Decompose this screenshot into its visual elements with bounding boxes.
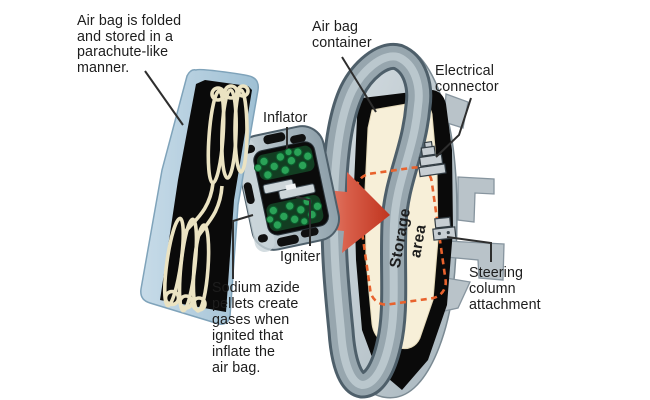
leader-igniter: [295, 196, 311, 246]
steering-wheel-assembly: Storage area: [320, 43, 505, 399]
label-steering-line2: column: [469, 281, 516, 297]
leader-sodium-azide: [232, 214, 254, 279]
label-steering-line3: attachment: [469, 297, 541, 313]
label-igniter: Igniter: [280, 249, 321, 265]
steering-wheel-rim: [320, 43, 433, 399]
label-sodium-line1: Sodium azide: [212, 280, 300, 296]
label-sodium-line4: ignited that: [212, 328, 283, 344]
label-folded-bag-line1: Air bag is folded: [77, 13, 181, 29]
igniter-slot: [285, 183, 297, 191]
fabric-curl: [191, 296, 207, 312]
labels: Air bag is folded and stored in a parach…: [77, 13, 541, 376]
vent-slot: [276, 234, 299, 247]
label-steering-column: Steering column attachment: [469, 265, 541, 313]
label-folded-bag-line3: parachute-like: [77, 44, 168, 60]
label-sodium-line2: pellets create: [212, 296, 298, 312]
storage-area-label-word2: area: [407, 223, 430, 259]
fabric-neck: [183, 182, 215, 234]
steering-column-attachment-part: [432, 216, 457, 241]
label-electrical-line1: Electrical: [435, 63, 494, 79]
fabric-curl: [236, 84, 250, 98]
label-sodium-line5: inflate the: [212, 344, 275, 360]
attachment-bolt-left: [437, 231, 441, 236]
label-container-line2: container: [312, 35, 372, 51]
bracket-upper: [457, 176, 495, 223]
vent-slot: [243, 182, 255, 205]
label-airbag-container: Air bag container: [312, 19, 372, 51]
label-electrical-connector: Electrical connector: [435, 63, 499, 95]
label-folded-bag-line2: and stored in a: [77, 29, 173, 45]
leader-steering-column: [446, 236, 492, 262]
folded-airbag-illustration: [140, 68, 259, 325]
label-sodium-line6: air bag.: [212, 360, 261, 376]
folded-fabric-loops: [162, 84, 250, 313]
attachment-block-1: [434, 216, 452, 229]
leader-container: [341, 56, 377, 113]
electrical-connector-part: [418, 140, 447, 178]
leader-electrical-connector: [435, 97, 472, 158]
connector-block-1: [420, 145, 436, 157]
vent-slot: [290, 134, 306, 144]
leader-lines: [144, 56, 492, 279]
fabric-curl: [163, 289, 181, 307]
leader-folded-bag: [144, 70, 184, 126]
label-folded-bag-line4: manner.: [77, 60, 129, 76]
vent-slot: [263, 132, 286, 145]
label-folded-bag: Air bag is folded and stored in a parach…: [77, 13, 181, 76]
pellets-top: [253, 147, 313, 180]
inflator-vent-slots: [243, 132, 319, 247]
label-sodium-azide: Sodium azide pellets create gases when i…: [212, 280, 300, 376]
label-electrical-line2: connector: [435, 79, 499, 95]
rim-highlight: [329, 52, 423, 390]
igniter-part: [262, 178, 316, 200]
vent-slot: [257, 234, 268, 243]
attachment-bolt-right: [446, 230, 450, 235]
fabric-neck: [195, 185, 224, 239]
label-steering-line1: Steering: [469, 265, 523, 281]
connector-block-3: [418, 163, 447, 178]
label-inflator: Inflator: [263, 110, 308, 126]
label-container-line1: Air bag: [312, 19, 358, 35]
label-sodium-line3: gases when: [212, 312, 289, 328]
fabric-loop: [233, 88, 249, 174]
